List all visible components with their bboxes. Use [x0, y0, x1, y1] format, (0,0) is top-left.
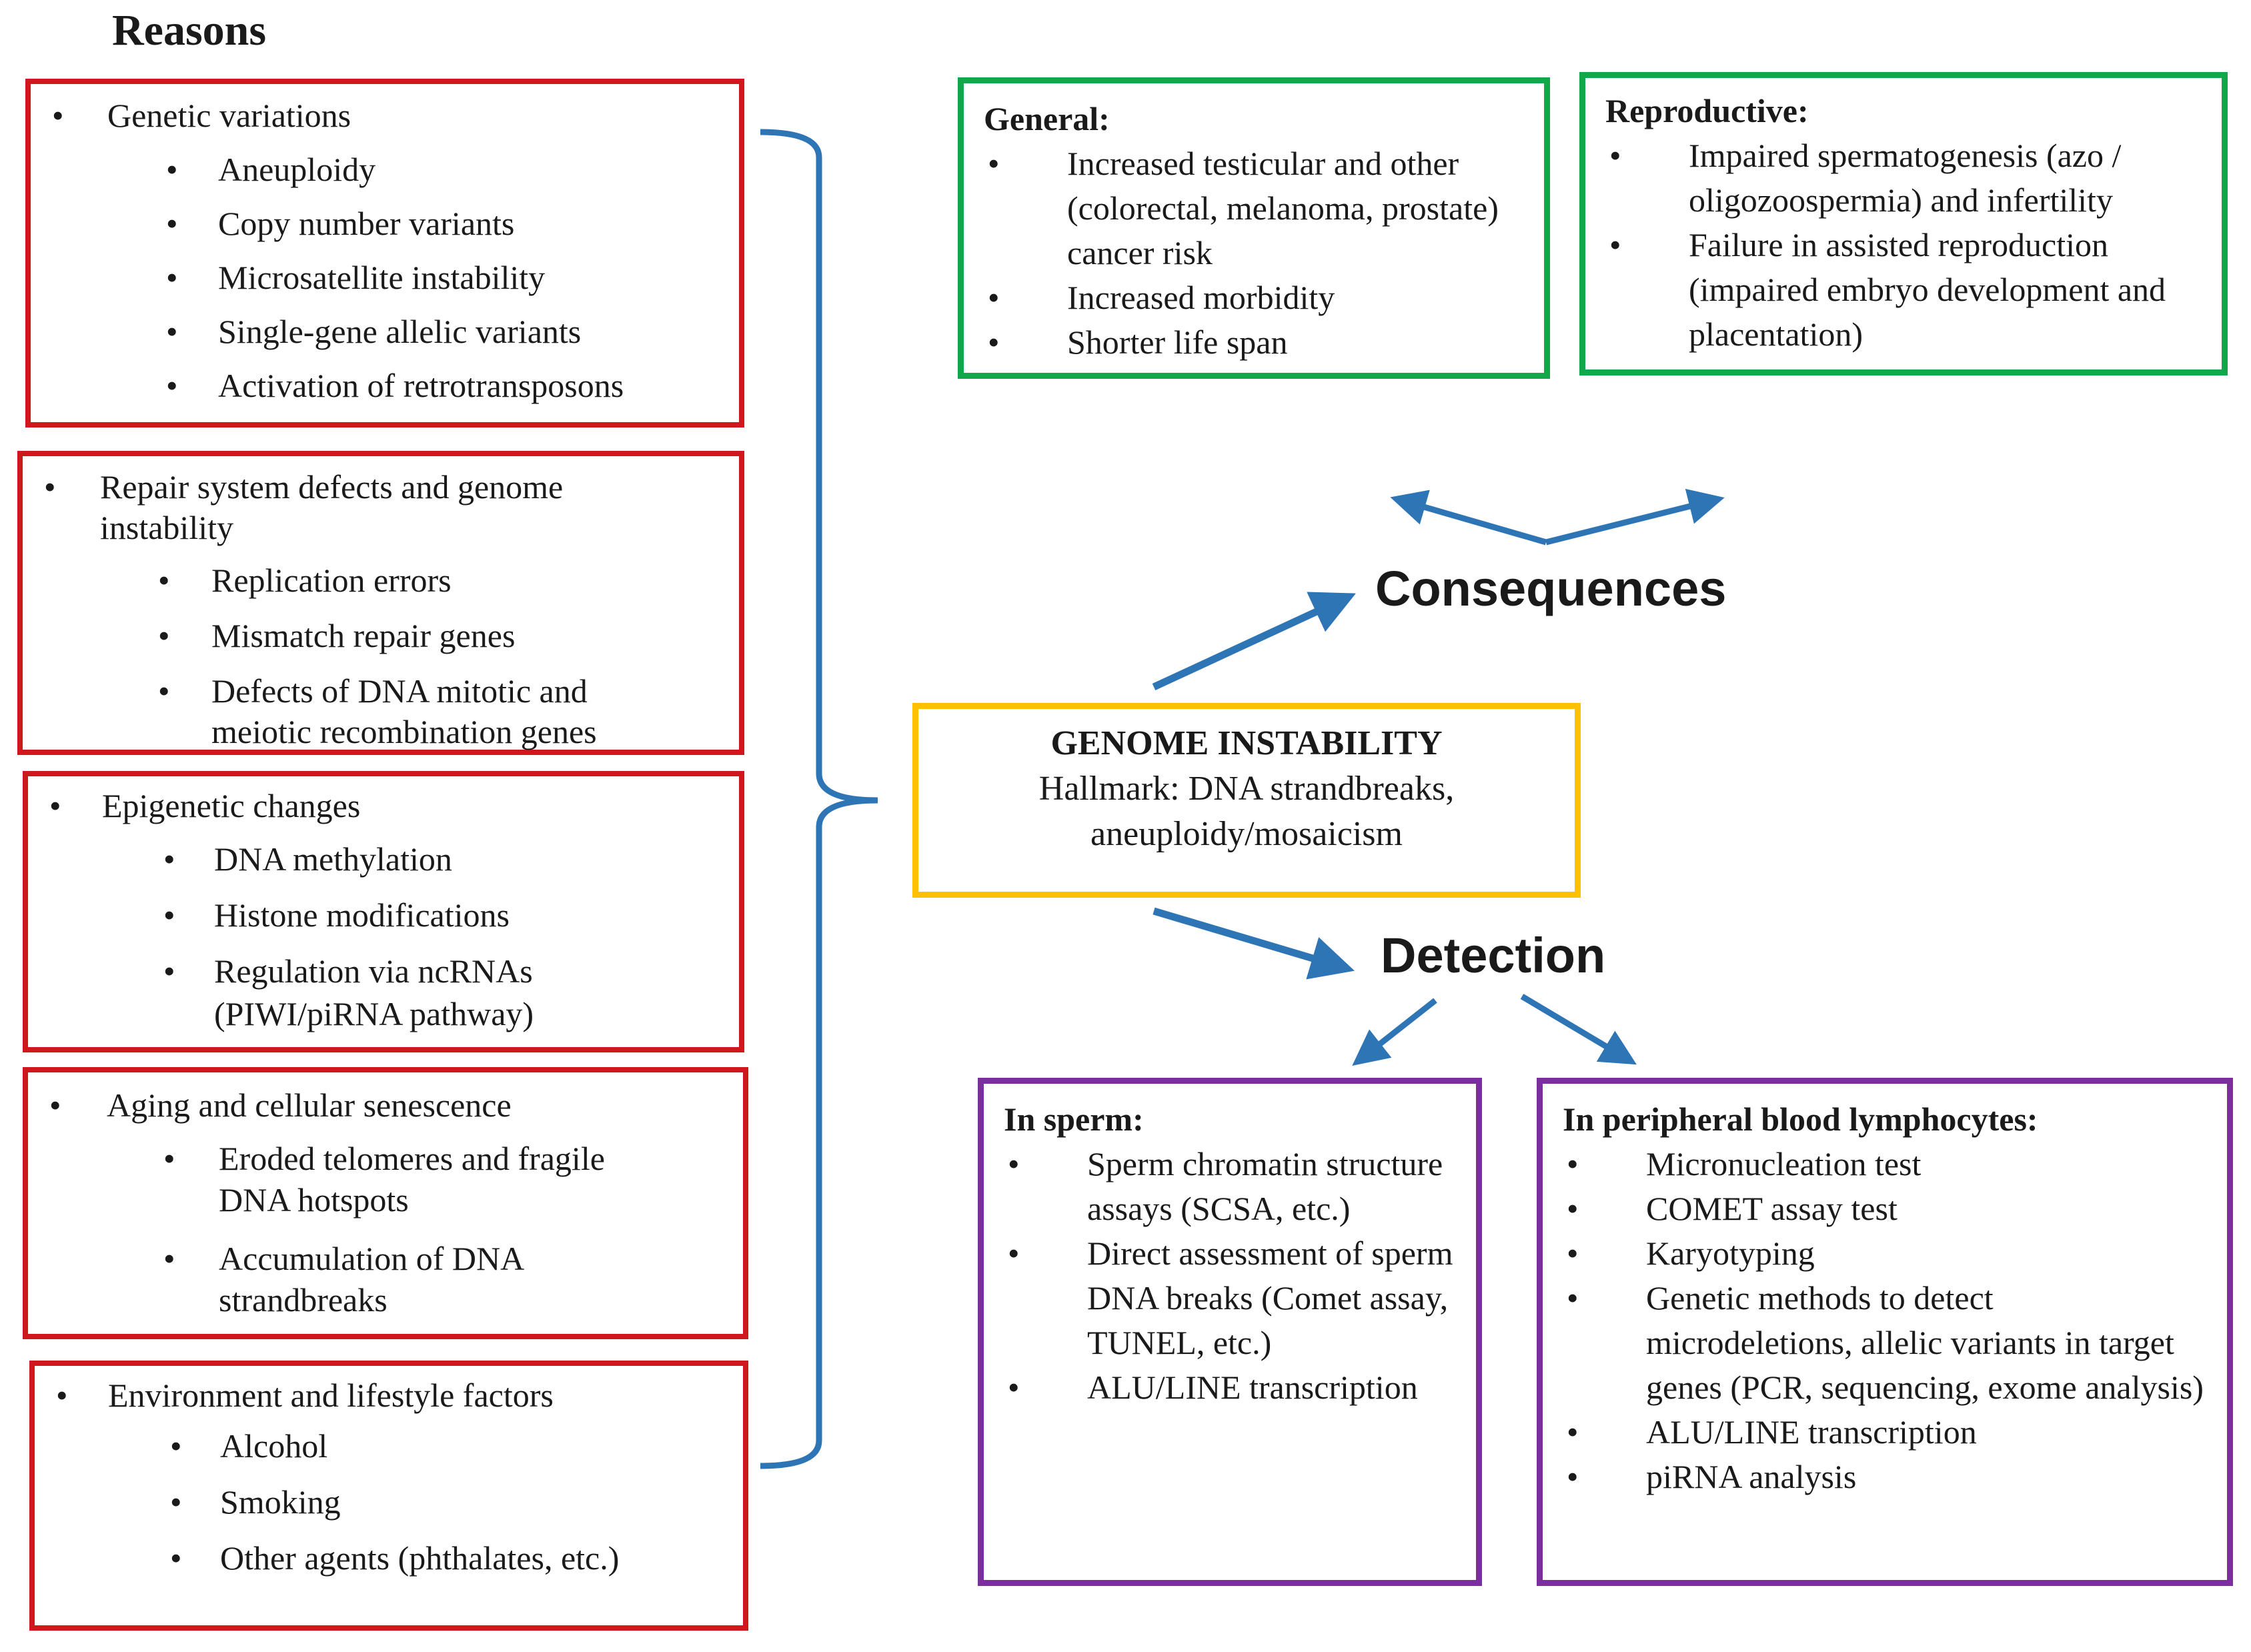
lymphocytes-item: ALU/LINE transcription: [1563, 1410, 2207, 1455]
reason-group-title: Epigenetic changes: [28, 784, 739, 827]
lymphocytes-title: In peripheral blood lymphocytes:: [1563, 1100, 2038, 1138]
lymphocytes-item: COMET assay test: [1563, 1186, 2207, 1231]
general-title: General:: [984, 100, 1110, 137]
consequences-reproductive-box: Reproductive: Impaired spermatogenesis (…: [1579, 72, 2228, 375]
detection-lymphocytes-box: In peripheral blood lymphocytes: Micronu…: [1537, 1078, 2233, 1586]
reproductive-item: Failure in assisted reproduction (impair…: [1605, 223, 2202, 357]
reasons-heading: Reasons: [112, 6, 267, 55]
consequences-split-arrows: [1390, 490, 1547, 546]
lymphocytes-item: Karyotyping: [1563, 1231, 2207, 1276]
consequences-general-box: General: Increased testicular and other …: [958, 77, 1550, 379]
reason-item: Copy number variants: [31, 204, 739, 243]
reasons-box-aging: Aging and cellular senescence Eroded tel…: [23, 1067, 748, 1339]
arrow-to-lymphocytes: [1520, 994, 1637, 1065]
reason-item: DNA methylation: [28, 838, 739, 880]
arrow-to-consequences: [1152, 592, 1356, 690]
reason-item: Other agents (phthalates, etc.): [35, 1537, 743, 1579]
reason-item: Smoking: [35, 1481, 743, 1523]
reason-item: Defects of DNA mitotic and meiotic recom…: [23, 671, 665, 752]
reason-item: Microsatellite instability: [31, 258, 739, 297]
reason-group-title: Aging and cellular senescence: [28, 1084, 743, 1126]
hallmark-line-1: Hallmark: DNA strandbreaks,: [1038, 770, 1455, 808]
reason-item: Activation of retrotransposons: [31, 366, 739, 405]
reason-item: Accumulation of DNA strandbreaks: [28, 1238, 592, 1321]
reason-item: Histone modifications: [28, 894, 739, 936]
lymphocytes-item: piRNA analysis: [1563, 1455, 2207, 1499]
sperm-title: In sperm:: [1004, 1100, 1144, 1138]
reason-item: Replication errors: [23, 560, 739, 601]
reason-item: Alcohol: [35, 1425, 743, 1467]
detection-label: Detection: [1381, 928, 1606, 983]
hallmark-line-2: aneuploidy/mosaicism: [1090, 815, 1403, 853]
arrow-to-sperm: [1352, 998, 1437, 1066]
reasons-box-environment: Environment and lifestyle factors Alcoho…: [29, 1361, 748, 1631]
consequences-label: Consequences: [1375, 561, 1727, 616]
reason-item: Eroded telomeres and fragile DNA hotspot…: [28, 1138, 646, 1220]
genome-instability-title: GENOME INSTABILITY: [1050, 724, 1443, 762]
genome-instability-box: GENOME INSTABILITY Hallmark: DNA strandb…: [912, 703, 1581, 898]
reasons-box-genetic: Genetic variations Aneuploidy Copy numbe…: [25, 79, 744, 428]
reason-group-title: Environment and lifestyle factors: [35, 1374, 743, 1417]
arrow-to-detection: [1153, 907, 1355, 980]
lymphocytes-item: Genetic methods to detect microdeletions…: [1563, 1276, 2207, 1410]
general-item: Shorter life span: [984, 320, 1524, 365]
reason-group-title: Genetic variations: [31, 96, 739, 135]
reason-group-title: Repair system defects and genome instabi…: [23, 467, 627, 548]
reproductive-title: Reproductive:: [1605, 92, 1809, 129]
reason-item: Regulation via ncRNAs (PIWI/piRNA pathwa…: [28, 950, 588, 1035]
reasons-box-repair: Repair system defects and genome instabi…: [17, 451, 744, 755]
general-item: Increased morbidity: [984, 275, 1524, 320]
reasons-box-epigenetic: Epigenetic changes DNA methylation Histo…: [23, 771, 744, 1052]
detection-sperm-box: In sperm: Sperm chromatin structure assa…: [978, 1078, 1482, 1586]
reproductive-item: Impaired spermatogenesis (azo / oligozoo…: [1605, 133, 2202, 223]
lymphocytes-item: Micronucleation test: [1563, 1142, 2207, 1186]
sperm-item: ALU/LINE transcription: [1004, 1365, 1456, 1410]
sperm-item: Direct assessment of sperm DNA breaks (C…: [1004, 1231, 1456, 1365]
sperm-item: Sperm chromatin structure assays (SCSA, …: [1004, 1142, 1456, 1231]
reason-item: Mismatch repair genes: [23, 616, 739, 656]
reason-item: Single-gene allelic variants: [31, 312, 739, 351]
general-item: Increased testicular and other (colorect…: [984, 141, 1524, 275]
reason-item: Aneuploidy: [31, 150, 739, 189]
reasons-brace: [760, 129, 878, 1469]
